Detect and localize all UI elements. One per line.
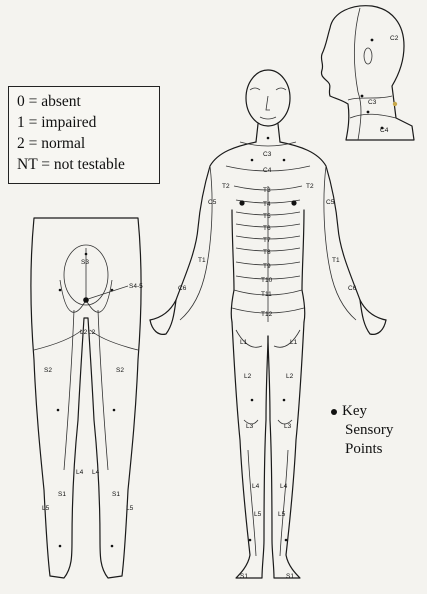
back-l5-right-label: L5: [126, 505, 134, 512]
front-c5-right-label: C5: [326, 199, 335, 206]
back-l4-left-label: L4: [76, 469, 84, 476]
front-t1-left-label: T1: [198, 257, 206, 264]
score-legend: 0 = absent 1 = impaired 2 = normal NT = …: [8, 86, 160, 184]
back-s3-label: S3: [81, 259, 89, 266]
head-c3-label: C3: [368, 99, 377, 106]
front-l3-right-label: L3: [284, 423, 292, 430]
front-t8-label: T8: [263, 249, 271, 256]
back-s1-right-label: S1: [112, 491, 120, 498]
front-t5-label: T5: [263, 213, 271, 220]
back-l2-left-label: L2: [80, 329, 88, 336]
front-t2-right-label: T2: [306, 183, 314, 190]
back-s2-left-label: S2: [44, 367, 52, 374]
front-s1-left-label: S1: [240, 573, 248, 580]
front-t6-label: T6: [263, 225, 271, 232]
front-l2-left-label: L2: [244, 373, 252, 380]
front-c4-label: C4: [263, 167, 272, 174]
key-line3: Points: [331, 440, 393, 459]
key-line1: Key: [342, 403, 367, 419]
front-t9-label: T9: [263, 263, 271, 270]
front-l1-left-label: L1: [240, 339, 248, 346]
front-c6-left-label: C6: [178, 285, 187, 292]
key-sensory-points: Key Sensory Points: [331, 402, 393, 459]
front-l3-left-label: L3: [246, 423, 254, 430]
head-c2-label: C2: [390, 35, 399, 42]
head-c4-label: C4: [380, 127, 389, 134]
front-c3-label: C3: [263, 151, 272, 158]
back-s2-right-label: S2: [116, 367, 124, 374]
front-t4-label: T4: [263, 201, 271, 208]
front-c5-left-label: C5: [208, 199, 217, 206]
back-l5-left-label: L5: [42, 505, 50, 512]
front-l2-right-label: L2: [286, 373, 294, 380]
front-l4-left-label: L4: [252, 483, 260, 490]
front-l1-right-label: L1: [290, 339, 298, 346]
front-t3-label: T3: [263, 187, 271, 194]
front-c6-right-label: C6: [348, 285, 357, 292]
front-t12-label: T12: [261, 311, 273, 318]
front-t2-left-label: T2: [222, 183, 230, 190]
key-line2: Sensory: [331, 421, 393, 440]
front-l5-right-label: L5: [278, 511, 286, 518]
legend-not-testable: NT = not testable: [17, 154, 159, 175]
front-t10-label: T10: [261, 277, 273, 284]
front-t7-label: T7: [263, 237, 271, 244]
back-s1-left-label: S1: [58, 491, 66, 498]
back-legs: S4-5 S3 S2 S2 S1 S1 L5 L5 L4 L4 L2 L2: [31, 218, 143, 578]
head-profile: C2 C3 C4: [321, 6, 414, 140]
legend-impaired: 1 = impaired: [17, 112, 159, 133]
front-s1-right-label: S1: [286, 573, 294, 580]
front-t11-label: T11: [261, 291, 272, 298]
front-l5-left-label: L5: [254, 511, 262, 518]
key-dot-icon: [331, 409, 337, 415]
back-l2-right-label: L2: [88, 329, 96, 336]
legend-normal: 2 = normal: [17, 133, 159, 154]
back-s45-label: S4-5: [129, 283, 143, 290]
back-l4-right-label: L4: [92, 469, 100, 476]
front-body: C3 C4 T2 T2 T3 T4 T5 T6 T7 T8 T9 T10 T11…: [150, 70, 386, 580]
front-l4-right-label: L4: [280, 483, 288, 490]
legend-absent: 0 = absent: [17, 91, 159, 112]
front-t1-right-label: T1: [332, 257, 340, 264]
